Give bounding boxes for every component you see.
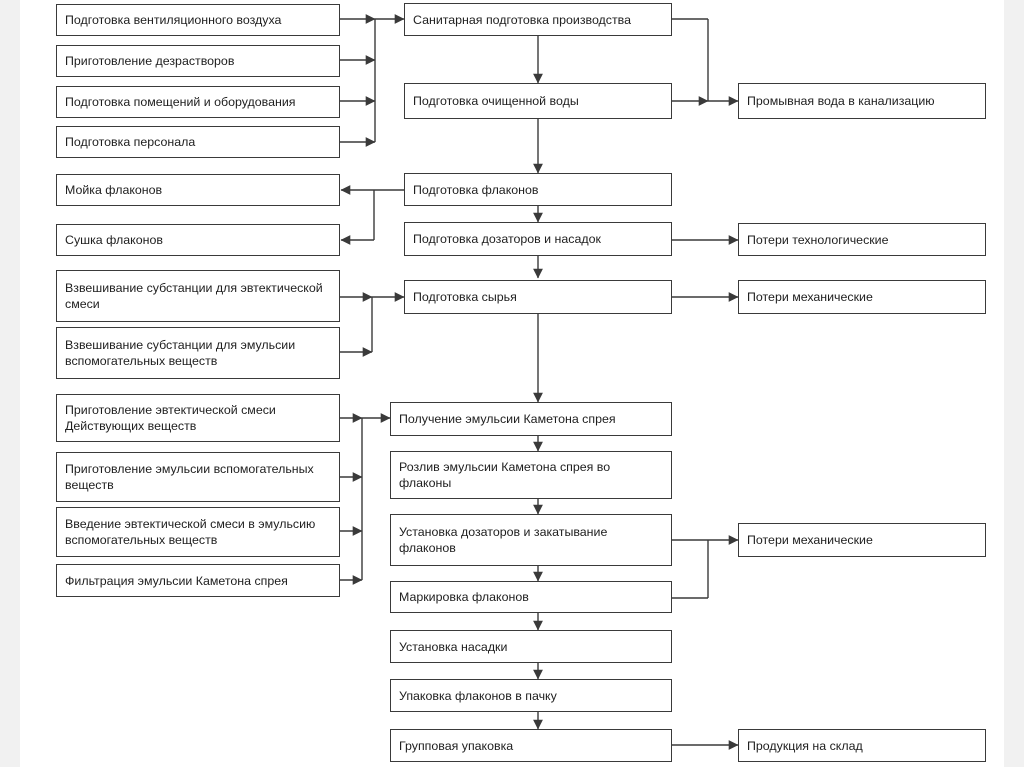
box-label: Промывная вода в канализацию [747, 94, 935, 108]
box-dispensers-prep: Подготовка дозаторов и насадок [404, 222, 672, 256]
box-filling: Розлив эмульсии Каметона спрея во флакон… [390, 451, 672, 499]
box-label: Приготовление эвтектической смеси Действ… [65, 403, 276, 433]
box-label: Подготовка сырья [413, 290, 517, 304]
box-label: Маркировка флаконов [399, 590, 529, 604]
box-label: Подготовка флаконов [413, 182, 539, 197]
box-mech-losses-1: Потери механические [738, 280, 986, 314]
box-purified-water: Подготовка очищенной воды [404, 83, 672, 119]
box-label: Подготовка дозаторов и насадок [413, 232, 601, 246]
box-label: Розлив эмульсии Каметона спрея во флакон… [399, 460, 611, 490]
box-group-packing: Групповая упаковка [390, 729, 672, 762]
box-label: Введение эвтектической смеси в эмульсию … [65, 517, 316, 547]
box-label: Подготовка очищенной воды [413, 94, 579, 108]
box-label: Фильтрация эмульсии Каметона спрея [65, 573, 288, 588]
box-label: Групповая упаковка [399, 738, 514, 753]
box-label: Взвешивание субстанции для эвтектической… [65, 281, 323, 311]
box-label: Приготовление эмульсии вспомогательных в… [65, 462, 314, 492]
box-vent-air: Подготовка вентиляционного воздуха [56, 4, 340, 36]
box-introduce-mix: Введение эвтектической смеси в эмульсию … [56, 507, 340, 557]
box-obtain-emulsion: Получение эмульсии Каметона спрея [390, 402, 672, 436]
box-install-nozzle: Установка насадки [390, 630, 672, 663]
box-label: Продукция на склад [747, 738, 863, 753]
right-margin [1004, 0, 1024, 767]
box-bottle-wash: Мойка флаконов [56, 174, 340, 206]
box-label: Установка дозаторов и закатывание флакон… [399, 525, 608, 555]
box-raw-prep: Подготовка сырья [404, 280, 672, 314]
box-label: Подготовка вентиляционного воздуха [65, 13, 282, 27]
box-labeling: Маркировка флаконов [390, 581, 672, 613]
box-label: Приготовление дезрастворов [65, 54, 235, 68]
box-label: Санитарная подготовка производства [413, 12, 631, 27]
box-label: Упаковка флаконов в пачку [399, 688, 557, 703]
box-personnel: Подготовка персонала [56, 126, 340, 158]
box-aux-emulsion: Приготовление эмульсии вспомогательных в… [56, 452, 340, 502]
box-label: Мойка флаконов [65, 183, 163, 197]
box-label: Сушка флаконов [65, 233, 163, 247]
left-margin [0, 0, 20, 767]
box-label: Потери технологические [747, 232, 889, 247]
box-label: Подготовка персонала [65, 135, 196, 149]
box-sanitary: Санитарная подготовка производства [404, 3, 672, 36]
box-packing: Упаковка флаконов в пачку [390, 679, 672, 712]
box-weigh-eutectic: Взвешивание субстанции для эвтектической… [56, 270, 340, 322]
box-filtration: Фильтрация эмульсии Каметона спрея [56, 564, 340, 597]
box-label: Подготовка помещений и оборудования [65, 95, 296, 109]
box-bottle-dry: Сушка флаконов [56, 224, 340, 256]
box-label: Взвешивание субстанции для эмульсии вспо… [65, 338, 296, 368]
box-tech-losses: Потери технологические [738, 223, 986, 256]
box-rooms-equipment: Подготовка помещений и оборудования [56, 86, 340, 118]
box-label: Установка насадки [399, 639, 508, 654]
box-weigh-emulsion: Взвешивание субстанции для эмульсии вспо… [56, 327, 340, 379]
box-install-dispensers: Установка дозаторов и закатывание флакон… [390, 514, 672, 566]
box-eutectic-mix: Приготовление эвтектической смеси Действ… [56, 394, 340, 442]
box-wash-water: Промывная вода в канализацию [738, 83, 986, 119]
box-disinfectants: Приготовление дезрастворов [56, 45, 340, 77]
box-warehouse: Продукция на склад [738, 729, 986, 762]
box-label: Потери механические [747, 290, 873, 304]
box-mech-losses-2: Потери механические [738, 523, 986, 557]
box-bottle-prep: Подготовка флаконов [404, 173, 672, 206]
box-label: Потери механические [747, 533, 873, 547]
box-label: Получение эмульсии Каметона спрея [399, 412, 616, 426]
